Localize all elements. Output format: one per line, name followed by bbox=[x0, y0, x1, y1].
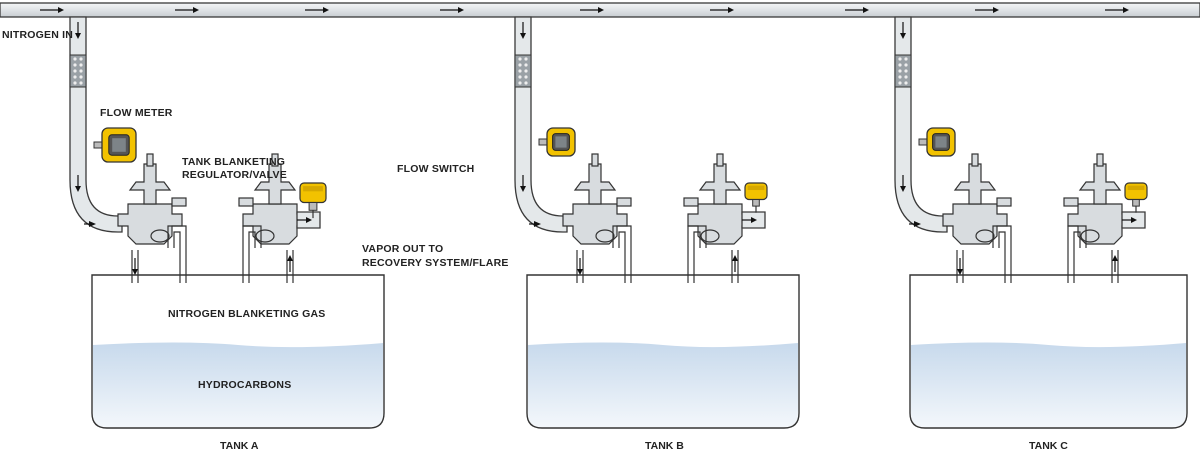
tank-blanketing-label-line2: REGULATOR/VALVE bbox=[182, 169, 287, 181]
vapor-out-label-line1: VAPOR OUT TO bbox=[362, 243, 443, 255]
sensing-line bbox=[612, 225, 632, 283]
flow-arrow-icon bbox=[732, 255, 738, 261]
regulator-valve-icon bbox=[238, 153, 308, 245]
flow-arrow-icon bbox=[1112, 255, 1118, 261]
tank-units bbox=[69, 16, 1188, 429]
flow-meter-icon bbox=[538, 127, 576, 157]
regulator-valve-icon bbox=[683, 153, 753, 245]
tank-c-label: TANK C bbox=[1029, 440, 1068, 451]
flow-arrow-icon bbox=[306, 217, 312, 223]
strainer-icon bbox=[69, 54, 87, 88]
hydrocarbon-liquid bbox=[93, 342, 383, 427]
flow-arrow-icon bbox=[75, 186, 81, 192]
flow-arrow-icon bbox=[1131, 217, 1137, 223]
tank-blanketing-label-line1: TANK BLANKETING bbox=[182, 156, 285, 168]
flow-arrow-icon bbox=[577, 269, 583, 275]
flow-meter-label: FLOW METER bbox=[100, 107, 173, 119]
storage-tank bbox=[91, 274, 385, 429]
flow-arrow-icon bbox=[914, 221, 921, 227]
sensing-line bbox=[242, 225, 262, 283]
header-flow-arrows bbox=[40, 7, 1129, 13]
flow-arrow-icon bbox=[598, 7, 604, 13]
flow-switch-icon bbox=[744, 182, 768, 213]
flow-arrow-icon bbox=[957, 269, 963, 275]
nitrogen-blanketing-gas-label: NITROGEN BLANKETING GAS bbox=[168, 308, 325, 320]
flow-meter-icon bbox=[918, 127, 956, 157]
sensing-line bbox=[992, 225, 1012, 283]
nitrogen-drop-pipe bbox=[894, 16, 948, 233]
storage-tank bbox=[526, 274, 800, 429]
nitrogen-drop-pipe bbox=[69, 16, 123, 233]
flow-arrow-icon bbox=[751, 217, 757, 223]
flow-arrow-icon bbox=[520, 186, 526, 192]
flow-arrow-icon bbox=[534, 221, 541, 227]
regulator-valve-icon bbox=[117, 153, 187, 245]
regulator-valve-icon bbox=[1063, 153, 1133, 245]
flow-arrow-icon bbox=[1123, 7, 1129, 13]
flow-meter-icon bbox=[93, 127, 137, 163]
sensing-line bbox=[687, 225, 707, 283]
sensing-line bbox=[1067, 225, 1087, 283]
flow-arrow-icon bbox=[900, 33, 906, 39]
hydrocarbons-label: HYDROCARBONS bbox=[198, 379, 291, 391]
tank-unit-c bbox=[894, 16, 1188, 429]
flow-arrow-icon bbox=[58, 7, 64, 13]
flow-switch-icon bbox=[299, 182, 327, 219]
flow-arrow-icon bbox=[863, 7, 869, 13]
regulator-valve-icon bbox=[942, 153, 1012, 245]
flow-switch-icon bbox=[1124, 182, 1148, 213]
flow-arrow-icon bbox=[900, 186, 906, 192]
nitrogen-drop-pipe bbox=[514, 16, 568, 233]
flow-arrow-icon bbox=[75, 33, 81, 39]
flow-arrow-icon bbox=[287, 255, 293, 261]
flow-arrow-icon bbox=[728, 7, 734, 13]
tank-unit-b bbox=[514, 16, 800, 429]
flow-arrow-icon bbox=[993, 7, 999, 13]
flow-arrow-icon bbox=[458, 7, 464, 13]
tank-a-label: TANK A bbox=[220, 440, 259, 451]
strainer-icon bbox=[514, 54, 532, 88]
tank-unit-a bbox=[69, 16, 385, 429]
flow-arrow-icon bbox=[520, 33, 526, 39]
regulator-valve-icon bbox=[562, 153, 632, 245]
hydrocarbon-liquid bbox=[911, 342, 1186, 427]
vapor-out-label-line2: RECOVERY SYSTEM/FLARE bbox=[362, 257, 509, 269]
nitrogen-in-label: NITROGEN IN bbox=[2, 29, 73, 41]
tank-b-label: TANK B bbox=[645, 440, 684, 451]
sensing-line bbox=[167, 225, 187, 283]
hydrocarbon-liquid bbox=[528, 342, 798, 427]
storage-tank bbox=[909, 274, 1188, 429]
flow-switch-label: FLOW SWITCH bbox=[397, 163, 474, 175]
flow-arrow-icon bbox=[193, 7, 199, 13]
flow-arrow-icon bbox=[132, 269, 138, 275]
flow-arrow-icon bbox=[89, 221, 96, 227]
flow-arrow-icon bbox=[323, 7, 329, 13]
strainer-icon bbox=[894, 54, 912, 88]
